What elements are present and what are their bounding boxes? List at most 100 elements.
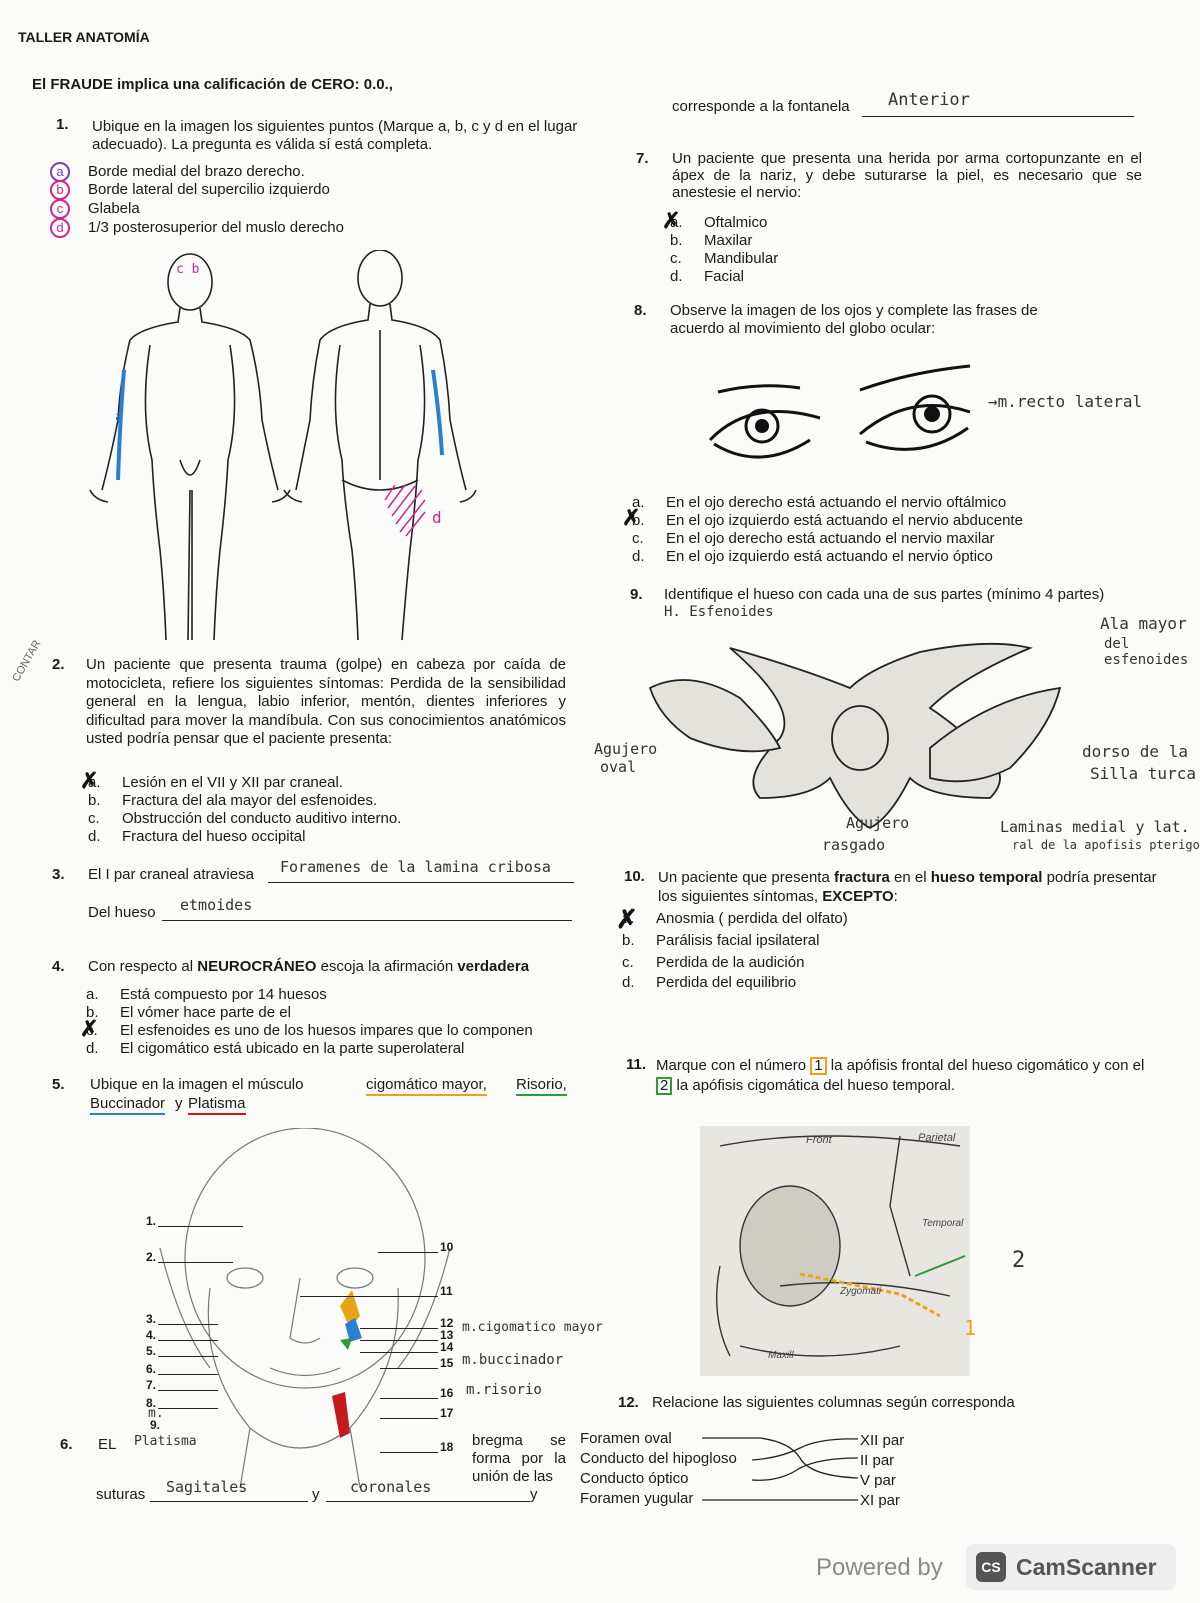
q7-option-b: b.Maxilar xyxy=(670,232,753,249)
margin-note: CONTAR xyxy=(10,638,44,684)
q5-line-3 xyxy=(158,1324,218,1325)
q12-right-4: XI par xyxy=(860,1492,901,1509)
q4-number: 4. xyxy=(52,958,65,975)
q8-option-c: c.En el ojo derecho está actuando el ner… xyxy=(632,530,995,547)
body-figure-illustration xyxy=(89,250,477,641)
q5-line-16 xyxy=(380,1398,438,1399)
q5-line-18 xyxy=(380,1452,438,1453)
q1-text: Ubique en la imagen los siguientes punto… xyxy=(92,118,578,153)
q5-muscle-cigomatico: cigomático mayor, xyxy=(366,1076,487,1096)
camscanner-logo-icon: CS xyxy=(976,1552,1006,1582)
footer-brand-badge: CS CamScanner xyxy=(966,1544,1176,1590)
q6-text-5: y xyxy=(530,1486,538,1503)
q1-arm-mark: a xyxy=(115,410,123,425)
q9-label-dorso-1: dorso de la xyxy=(1082,742,1188,761)
q8-hand-label: →m.recto lateral xyxy=(988,392,1143,411)
q9-label-dorso-2: Silla turca xyxy=(1090,764,1196,783)
q6-text-1: EL xyxy=(98,1436,117,1453)
q5-line-5 xyxy=(158,1356,218,1357)
q2-text: Un paciente que presenta trauma (golpe) … xyxy=(86,656,566,747)
q11-text: Marque con el número 1 la apófisis front… xyxy=(656,1057,1145,1095)
q7-option-a: a.Oftalmico xyxy=(670,214,768,231)
q5-label-13: 13 xyxy=(440,1328,454,1342)
page-title: TALLER ANATOMÍA xyxy=(18,29,150,45)
q5-label-8: 8. xyxy=(146,1396,157,1410)
q4-option-d: d.El cigomático está ubicado en la parte… xyxy=(86,1040,465,1057)
q6-text-6: corresponde a la fontanela xyxy=(672,98,850,115)
q5-text: Ubique en la imagen el músculo xyxy=(90,1076,304,1093)
q8-text: Observe la imagen de los ojos y complete… xyxy=(670,302,1038,337)
q5-line-4 xyxy=(158,1340,218,1341)
q11-label-frontal: Front xyxy=(806,1134,832,1146)
q12-left-3: Conducto óptico xyxy=(580,1470,689,1487)
q11-box-1: 1 xyxy=(810,1057,827,1075)
q7-number: 7. xyxy=(636,150,649,167)
q4-answer-mark: ✗ xyxy=(80,1016,99,1041)
q5-line-6 xyxy=(158,1374,218,1375)
q2-option-b: b.Fractura del ala mayor del esfenoides. xyxy=(88,792,378,809)
q12-text: Relacione las siguientes columnas según … xyxy=(652,1394,1015,1411)
q5-label-4: 4. xyxy=(146,1328,157,1342)
q3-answer-line-2 xyxy=(162,920,572,921)
q10-text: Un paciente que presenta fractura en el … xyxy=(658,869,1157,905)
sphenoid-bone-illustration xyxy=(648,642,1062,830)
q9-number: 9. xyxy=(630,586,643,603)
q5-line-2 xyxy=(158,1262,233,1263)
q5-label-16: 16 xyxy=(440,1386,454,1400)
q12-right-2: II par xyxy=(860,1452,895,1469)
q5-conjunction: y xyxy=(175,1095,183,1112)
footer-powered-by: Powered by xyxy=(816,1554,943,1581)
q5-muscle-platisma: Platisma xyxy=(188,1095,246,1115)
q5-line-7 xyxy=(158,1390,218,1391)
q5-label-12: 12 xyxy=(440,1316,454,1330)
q4-option-a: a.Está compuesto por 14 huesos xyxy=(86,986,327,1003)
q3-answer-2: etmoides xyxy=(180,896,253,914)
q3-text-2: Del hueso xyxy=(88,904,156,921)
q5-label-7: 7. xyxy=(146,1378,157,1392)
q6-answer-2: coronales xyxy=(350,1478,432,1496)
q8-answer-mark: ✗ xyxy=(622,505,641,530)
q5-label-5: 5. xyxy=(146,1344,157,1358)
q5-line-10 xyxy=(378,1252,438,1253)
q7-text: Un paciente que presenta una herida por … xyxy=(672,150,1142,201)
q12-left-1: Foramen oval xyxy=(580,1430,672,1447)
q10-option-a: a.Anosmia ( perdida del olfato) xyxy=(622,910,848,927)
face-muscle-illustration xyxy=(159,1128,451,1488)
q5-label-10: 10 xyxy=(440,1240,454,1254)
q11-label-maxilla: Maxill xyxy=(768,1350,794,1361)
q5-hand-9a: m. xyxy=(148,1406,164,1421)
q6-number: 6. xyxy=(60,1436,73,1453)
q11-label-zygomatic: Zygomati xyxy=(840,1286,882,1297)
q10-answer-mark: ✗ xyxy=(616,904,638,934)
q11-label-parietal: Parietal xyxy=(918,1132,956,1144)
q12-right-3: V par xyxy=(860,1472,896,1489)
q5-hand-16: m.risorio xyxy=(466,1382,542,1398)
q2-answer-mark: ✗ xyxy=(80,768,99,793)
q8-number: 8. xyxy=(634,302,647,319)
q4-option-b: b.El vómer hace parte de el xyxy=(86,1004,291,1021)
q5-line-8 xyxy=(158,1408,218,1409)
q6-answer-line-1 xyxy=(150,1501,308,1502)
q11-box-2: 2 xyxy=(656,1077,673,1095)
q5-line-17 xyxy=(380,1418,438,1419)
q9-label-lamina-1: Laminas medial y lat. xyxy=(1000,818,1190,836)
q5-line-15 xyxy=(380,1368,438,1369)
q9-label-ala-2: del esfenoides xyxy=(1104,636,1189,668)
q6-text-2: bregma se forma por la unión de las xyxy=(472,1432,566,1485)
q8-option-a: a.En el ojo derecho está actuando el ner… xyxy=(632,494,1007,511)
q11-hand-mark-2: 2 xyxy=(1012,1248,1026,1273)
q2-option-c: c.Obstrucción del conducto auditivo inte… xyxy=(88,810,402,827)
q12-number: 12. xyxy=(618,1394,639,1411)
q3-number: 3. xyxy=(52,866,65,883)
q1-number: 1. xyxy=(56,116,69,133)
q3-answer-line-1 xyxy=(268,882,574,883)
q7-answer-mark: ✗ xyxy=(662,208,681,233)
q10-option-d: d.Perdida del equilibrio xyxy=(622,974,797,991)
q12-right-1: XII par xyxy=(860,1432,905,1449)
q11-label-temporal: Temporal xyxy=(922,1218,964,1229)
q6-answer-3: Anterior xyxy=(888,90,970,110)
q5-label-6: 6. xyxy=(146,1362,157,1376)
q5-hand-13: m.cigomatico mayor xyxy=(462,1320,603,1335)
